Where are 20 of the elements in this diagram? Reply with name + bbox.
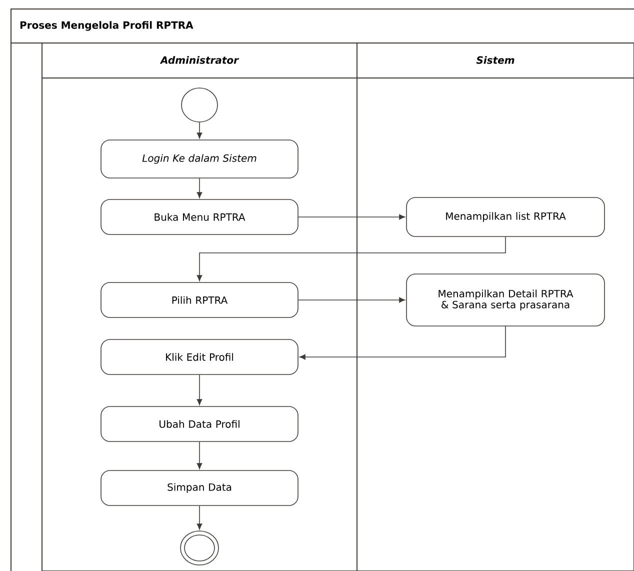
activity-box: Buka Menu RPTRA — [100, 199, 298, 235]
arrow — [196, 122, 202, 139]
activity-box: Pilih RPTRA — [100, 282, 298, 318]
pool-title: Proses Mengelola Profil RPTRA — [20, 21, 194, 31]
activity-box: Login Ke dalam Sistem — [100, 140, 298, 178]
activity-box: Simpan Data — [100, 470, 298, 506]
activity-box: Menampilkan list RPTRA — [406, 197, 605, 237]
arrow — [196, 442, 202, 470]
arrow — [196, 506, 202, 530]
arrow — [299, 326, 506, 360]
arrow — [196, 178, 202, 198]
arrow — [196, 236, 506, 282]
activity-box: Klik Edit Profil — [100, 339, 298, 375]
arrow — [298, 297, 406, 303]
start-circle — [181, 88, 218, 122]
end-circle — [180, 530, 219, 566]
arrow — [196, 374, 202, 406]
arrow — [298, 214, 406, 220]
activity-box: Menampilkan Detail RPTRA & Sarana serta prasarana — [406, 274, 605, 326]
activity-box: Ubah Data Profil — [100, 406, 298, 442]
